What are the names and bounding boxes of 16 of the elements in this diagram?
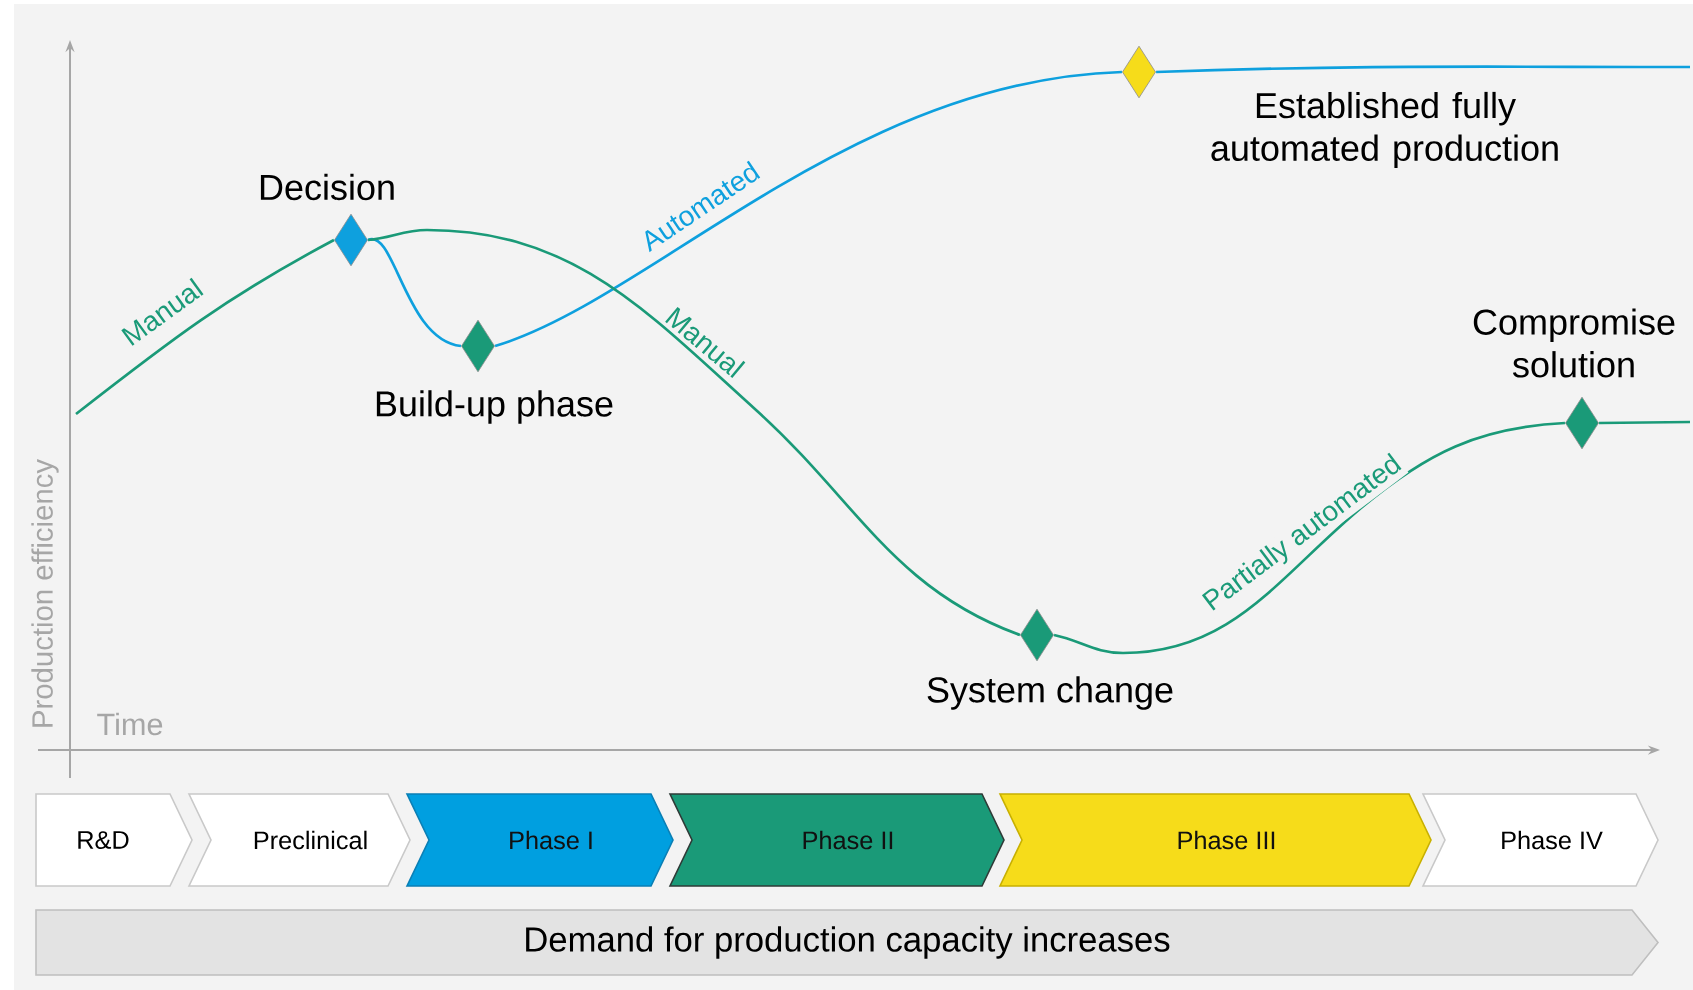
curve [1156,65,1691,74]
axis-label: Time [97,712,163,736]
curve [1053,421,1566,655]
phase-box: Phase I [405,793,674,887]
curve [367,238,462,348]
phase-box: Phase II [668,793,1005,887]
phase-box: Phase IV [1421,793,1659,887]
curve [367,228,1021,637]
curve [1599,420,1691,425]
curve [75,238,335,416]
curve [494,70,1123,348]
axis-label: Production efficiency [31,459,59,727]
phase-box: Phase III [998,793,1432,887]
phase-box: Preclinical [187,793,411,887]
phase-box: R&D [35,793,193,887]
banner-box: Demand for production capacity increases [35,909,1660,976]
